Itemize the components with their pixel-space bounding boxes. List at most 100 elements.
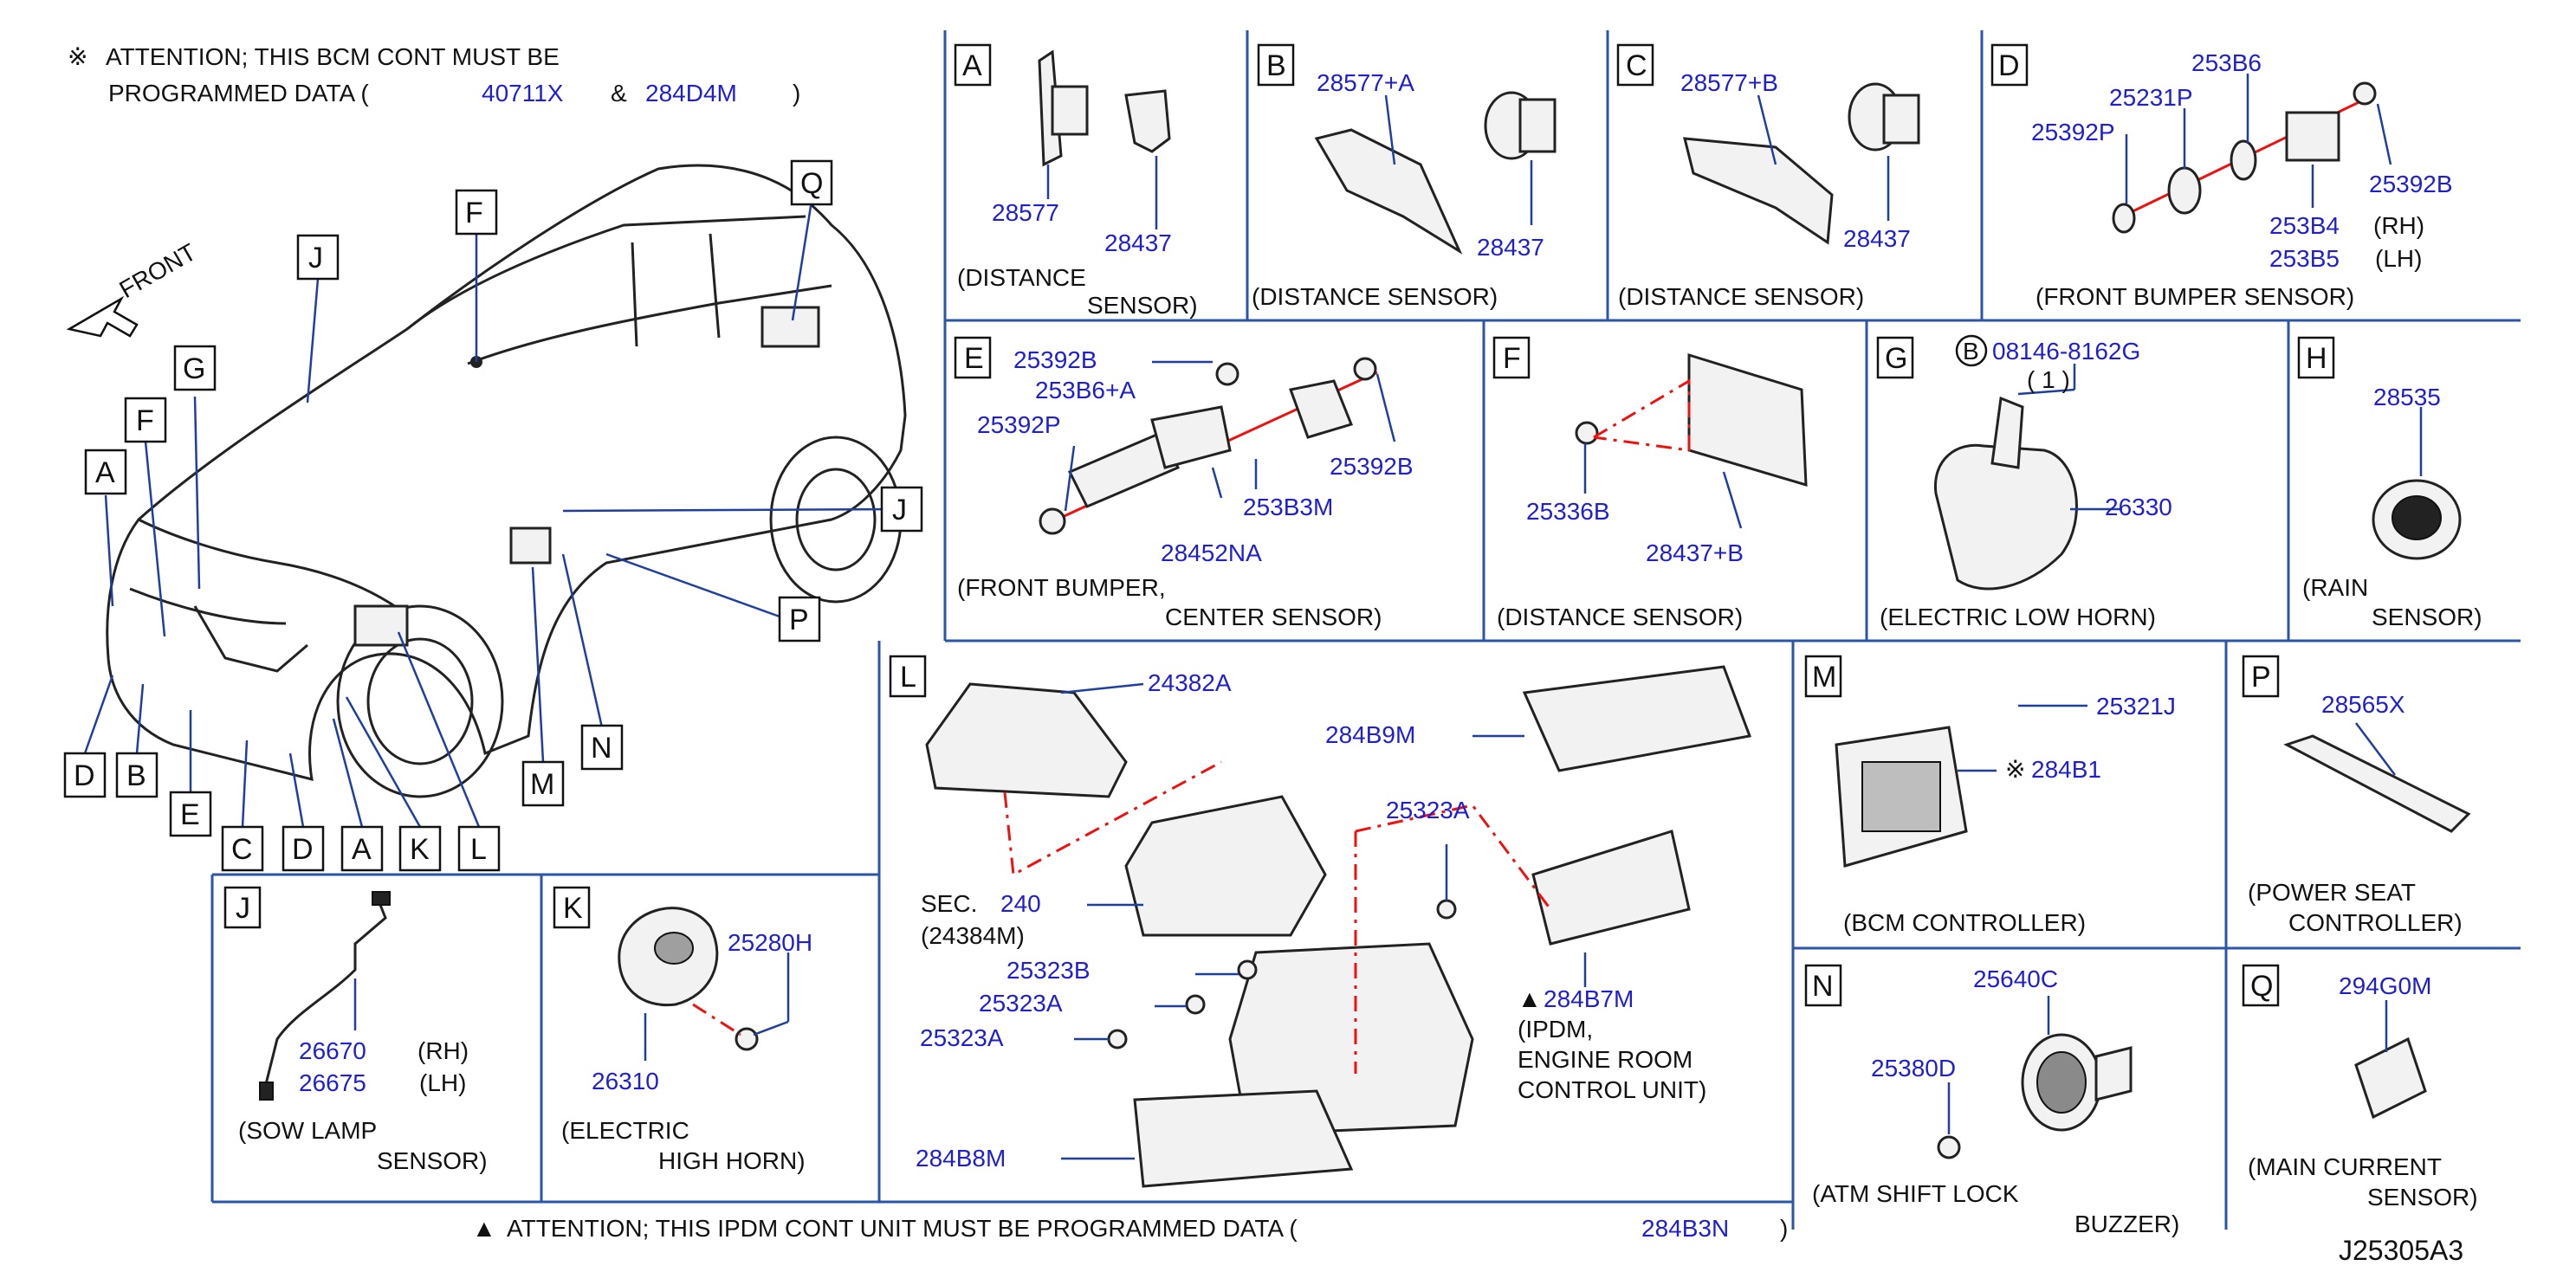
panel-f: F 25336B 28437+B (DISTANCE SENSOR) — [1492, 336, 1808, 630]
amp: & — [611, 80, 627, 107]
part-l-7: 284B8M — [916, 1145, 1006, 1172]
lh-d: (LH) — [2375, 245, 2422, 272]
bcm-attention-header: ※ ATTENTION; THIS BCM CONT MUST BE PROGR… — [68, 43, 800, 107]
label-panels-D-letter: D — [1998, 49, 2020, 82]
caption-k-2: HIGH HORN) — [658, 1147, 806, 1174]
car-callouts: F Q J G F A J P N M D B E C D A K L — [63, 159, 923, 872]
rh-j: (RH) — [417, 1037, 469, 1064]
ipdm-3: CONTROL UNIT) — [1518, 1076, 1706, 1103]
label-car_callouts-3: D — [74, 759, 95, 792]
label-panels-M-letter: M — [1812, 661, 1836, 694]
sec-num: 240 — [1000, 890, 1041, 917]
label-car_callouts-5: E — [180, 798, 200, 831]
part-d-6: 253B5 — [2269, 245, 2340, 272]
label-car_callouts-17: A — [352, 833, 372, 866]
part-h-1: 28535 — [2373, 384, 2441, 410]
label-car_callouts-10: J — [892, 494, 907, 526]
rh-d: (RH) — [2373, 212, 2424, 239]
part-m-1: 25321J — [2096, 693, 2176, 720]
caption-p-2: CONTROLLER) — [2288, 909, 2463, 936]
part-l-1: 24382A — [1148, 669, 1232, 696]
car-overview: FRONT — [63, 159, 923, 872]
part-q-1: 294G0M — [2339, 972, 2431, 999]
label-car_callouts-6: F — [465, 197, 483, 229]
programmed-data-2: 284D4M — [645, 80, 737, 107]
label-panels-F-letter: F — [1503, 342, 1521, 375]
panel-k: K 25280H 26310 (ELECTRIC HIGH HORN) — [553, 886, 812, 1174]
part-e-5: 253B3M — [1243, 494, 1333, 520]
part-d-3: 25392P — [2031, 119, 2115, 145]
label-car_callouts-6: F — [136, 404, 154, 437]
callout-d-right: D — [282, 825, 325, 872]
label-panels-L-letter: L — [900, 661, 916, 694]
callout-c: C — [221, 825, 264, 872]
part-n-1: 25640C — [1973, 965, 2058, 992]
caption-n-2: BUZZER) — [2074, 1211, 2179, 1237]
caption-m: (BCM CONTROLLER) — [1843, 909, 2086, 936]
caption-n-1: (ATM SHIFT LOCK — [1812, 1180, 2019, 1207]
label-panels-A-letter: A — [962, 49, 982, 82]
label-car_callouts-4: D — [292, 833, 314, 866]
label-panels-H-letter: H — [2306, 342, 2327, 375]
part-e-4: 25392B — [1330, 453, 1414, 480]
callout-d-left: D — [63, 752, 107, 798]
bolt-mark-g: B — [1963, 338, 1979, 365]
car-body-outline — [106, 164, 907, 798]
label-panels-B-letter: B — [1266, 49, 1286, 82]
programmed-label: PROGRAMMED DATA ( — [108, 80, 369, 107]
label-panels-K-letter: K — [563, 892, 583, 925]
panel-c: C 28577+B 28437 (DISTANCE SENSOR) — [1616, 43, 1920, 310]
label-car_callouts-15: P — [789, 604, 809, 636]
ipdm-attention-footer: ▲ ATTENTION; THIS IPDM CONT UNIT MUST BE… — [472, 1215, 2463, 1266]
part-d-5: 253B4 — [2269, 212, 2340, 239]
panel-l: L 24382A 284B9M 25323A 25323B 25323A 253… — [889, 655, 1752, 1188]
callout-m: M — [521, 760, 565, 807]
part-n-2: 25380D — [1871, 1055, 1956, 1082]
caption-a-2: SENSOR) — [1087, 292, 1198, 319]
label-panels-Q-letter: Q — [2250, 970, 2273, 1003]
attention-line: ATTENTION; THIS BCM CONT MUST BE — [106, 43, 560, 70]
footer-close-paren: ) — [1780, 1215, 1788, 1242]
caption-b: (DISTANCE SENSOR) — [1252, 283, 1498, 310]
caption-f: (DISTANCE SENSOR) — [1497, 604, 1743, 630]
caption-g: (ELECTRIC LOW HORN) — [1880, 604, 2156, 630]
part-f-1: 25336B — [1526, 498, 1610, 525]
panel-m: M 25321J ※ 284B1 (BCM CONTROLLER) — [1804, 655, 2176, 936]
caption-j-1: (SOW LAMP — [238, 1117, 377, 1144]
part-l-4: 25323B — [1006, 957, 1091, 984]
qty-g: ( 1 ) — [2027, 366, 2070, 393]
label-car_callouts-12: L — [470, 833, 487, 866]
part-f-2: 28437+B — [1646, 539, 1744, 566]
part-d-4: 25392B — [2369, 171, 2453, 197]
callout-h: F — [455, 189, 498, 236]
label-car_callouts-2: C — [231, 833, 253, 866]
part-g-2: 26330 — [2105, 494, 2172, 520]
callout-e: E — [169, 791, 212, 837]
part-b-1: 28577+A — [1317, 69, 1414, 96]
footer-mark: ▲ — [472, 1215, 496, 1242]
panel-frames — [210, 30, 2521, 1230]
panel-j: J 26670 (RH) 26675 (LH) (SOW LAMP SENSOR… — [223, 886, 488, 1174]
part-d-1: 253B6 — [2191, 49, 2262, 76]
callout-l: L — [457, 825, 501, 872]
part-g-1: 08146-8162G — [1992, 338, 2140, 365]
diagram-code: J25305A3 — [2339, 1235, 2463, 1266]
caption-q-1: (MAIN CURRENT — [2248, 1153, 2442, 1180]
label-panels-E-letter: E — [964, 342, 984, 375]
part-c-2: 28437 — [1843, 225, 1911, 252]
part-a-1: 28577 — [992, 199, 1059, 226]
part-k-1: 25280H — [728, 929, 812, 956]
label-panels-J-letter: J — [236, 892, 250, 925]
panel-e: E 25392B 253B6+A 25392P 25392B 253B3M 28… — [954, 336, 1414, 630]
part-e-3: 25392P — [977, 411, 1061, 438]
label-car_callouts-1: B — [126, 759, 146, 792]
mark-m: ※ — [2005, 756, 2025, 783]
sec-sub: (24384M) — [921, 922, 1025, 949]
caption-q-2: SENSOR) — [2367, 1184, 2478, 1211]
part-c-1: 28577+B — [1680, 69, 1778, 96]
ipdm-2: ENGINE ROOM — [1518, 1046, 1693, 1073]
callout-a-left: A — [84, 449, 127, 495]
part-l-2: 284B9M — [1325, 721, 1415, 748]
caption-h-1: (RAIN — [2302, 574, 2368, 601]
